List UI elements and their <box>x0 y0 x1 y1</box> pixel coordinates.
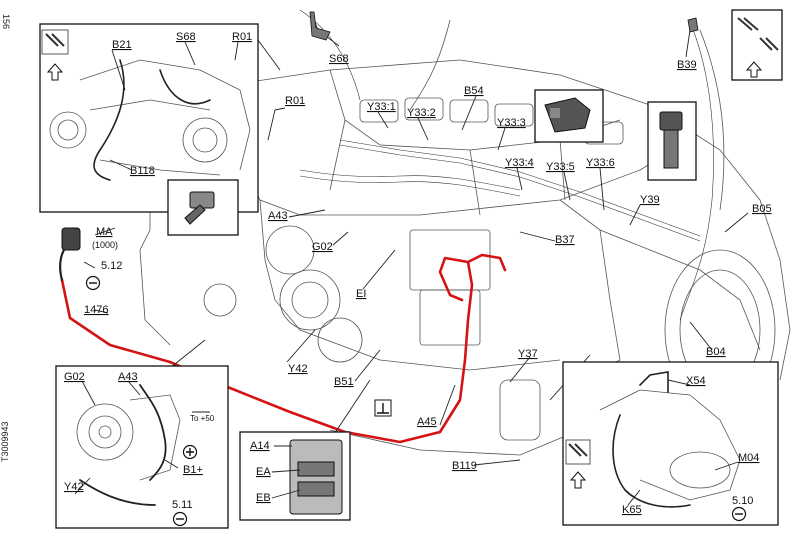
label-y42: Y42 <box>288 363 308 375</box>
label-ma-sub: (1000) <box>92 240 118 250</box>
main-labels: S68 B39 R01 Y33:1 Y33:2 B54 Y33:3 Y33:4 … <box>84 53 772 472</box>
label-x54: X54 <box>686 375 706 387</box>
label-b37: B37 <box>555 234 575 246</box>
label-a14: A14 <box>250 440 270 452</box>
label-to-50: To +50 <box>190 414 215 423</box>
inset-sensor-s68 <box>167 179 239 236</box>
page-number: 156 <box>1 14 11 29</box>
arrow-up-icon <box>569 471 587 489</box>
label-y33-4: Y33:4 <box>505 157 534 169</box>
label-r01-inset: R01 <box>232 31 252 43</box>
label-a45: A45 <box>417 416 437 428</box>
figure-code: T3009943 <box>0 421 10 462</box>
label-b1plus: B1+ <box>183 464 203 476</box>
label-y33-3: Y33:3 <box>497 117 526 129</box>
label-y42-inset: Y42 <box>64 481 84 493</box>
ma-connector <box>61 227 81 251</box>
label-ground-511: 5.11 <box>172 499 193 511</box>
label-g02: G02 <box>312 241 333 253</box>
label-b05: B05 <box>752 203 772 215</box>
inset-top-right <box>731 9 783 81</box>
inset-b54-sensor <box>534 89 604 143</box>
label-a43-inset: A43 <box>118 371 138 383</box>
label-y33-2: Y33:2 <box>407 107 436 119</box>
label-b21: B21 <box>112 39 132 51</box>
label-s68-inset: S68 <box>176 31 196 43</box>
label-b54: B54 <box>464 85 484 97</box>
arrow-up-icon <box>745 61 763 78</box>
label-b39: B39 <box>677 59 697 71</box>
inset-ecu-a14: A14 EA EB <box>239 431 351 521</box>
label-b118: B118 <box>130 165 155 177</box>
label-1476: 1476 <box>84 304 108 316</box>
label-m04: M04 <box>738 452 759 464</box>
label-b119: B119 <box>452 460 477 472</box>
label-r01: R01 <box>285 95 305 107</box>
label-y37: Y37 <box>518 348 538 360</box>
label-b51: B51 <box>334 376 354 388</box>
label-ea: EA <box>256 466 271 478</box>
ground-symbol-icon <box>374 399 392 417</box>
label-ground-512: 5.12 <box>101 260 122 272</box>
label-k65: K65 <box>622 504 642 516</box>
inset-alternator: G02 A43 To +50 B1+ Y42 5.11 <box>55 365 229 529</box>
label-y33-5: Y33:5 <box>546 161 575 173</box>
inset-speed-sensor <box>647 101 697 181</box>
label-s68: S68 <box>329 53 349 65</box>
label-y33-6: Y33:6 <box>586 157 615 169</box>
harness-branch <box>466 253 507 272</box>
label-a43: A43 <box>268 210 288 222</box>
arrow-up-icon <box>46 63 64 81</box>
inset-starter: X54 M04 K65 5.10 <box>562 361 779 526</box>
label-b04: B04 <box>706 346 726 358</box>
connector-pair-icon <box>737 17 759 31</box>
label-ei: EI <box>356 288 366 300</box>
label-eb: EB <box>256 492 271 504</box>
label-y33-1: Y33:1 <box>367 101 396 113</box>
label-g02-inset: G02 <box>64 371 85 383</box>
label-y39: Y39 <box>640 194 660 206</box>
label-ma: MA <box>96 226 113 238</box>
label-ground-510: 5.10 <box>732 495 753 507</box>
main-harness-1476 <box>60 256 474 444</box>
